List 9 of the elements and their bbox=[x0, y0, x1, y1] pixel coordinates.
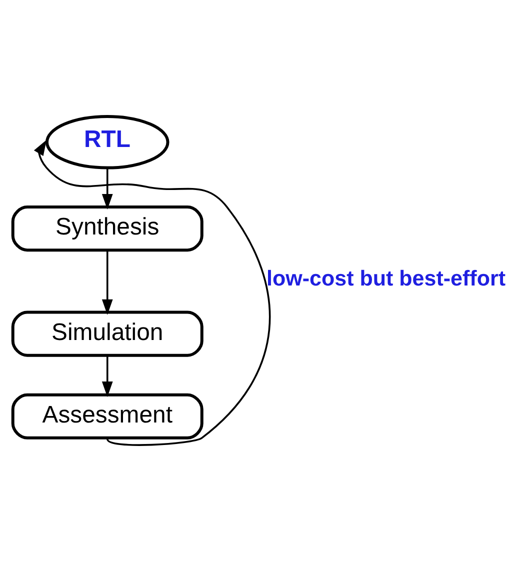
arrow bbox=[102, 250, 113, 315]
arrow bbox=[34, 140, 270, 446]
node-box: Simulation bbox=[11, 310, 204, 357]
arrow bbox=[102, 356, 113, 398]
node-ellipse: RTL bbox=[45, 115, 170, 170]
node-box: Assessment bbox=[11, 393, 204, 440]
node-box: Synthesis bbox=[11, 206, 204, 252]
arrow bbox=[102, 168, 113, 210]
edge-label: low-cost but best-effort bbox=[266, 266, 506, 290]
